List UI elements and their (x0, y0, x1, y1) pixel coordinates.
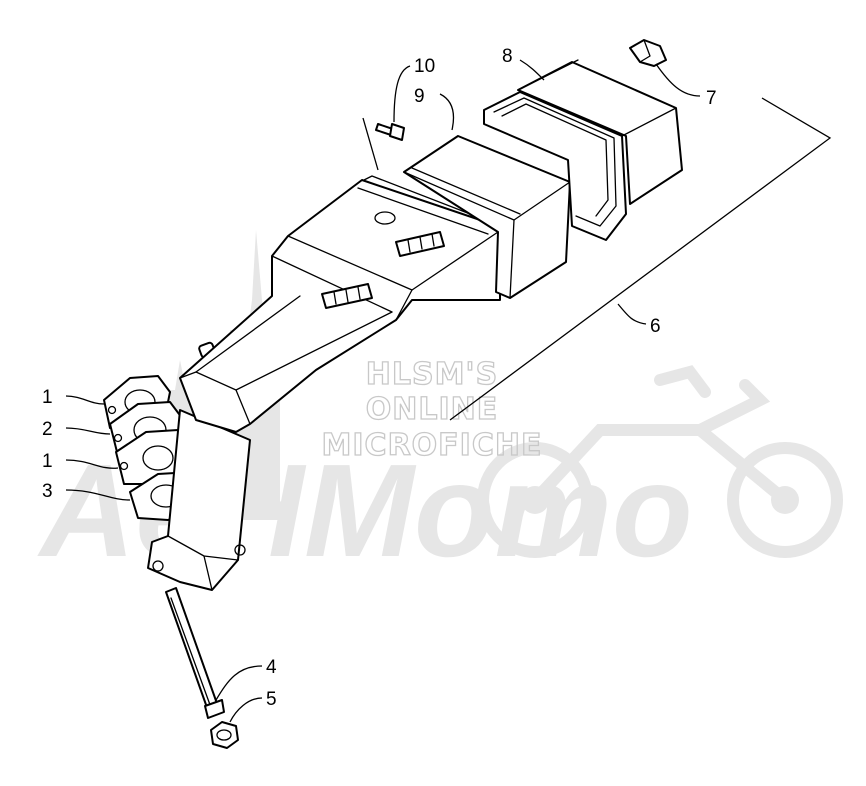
housing-grille-left (321, 283, 373, 309)
long-mounting-bolt (165, 587, 225, 719)
housing-grille-right (395, 231, 445, 257)
watermark-line-3: MICROFICHE (322, 428, 543, 463)
watermark-line-2: ONLINE (366, 392, 499, 427)
callout-label-4: 4 (266, 657, 277, 678)
filter-cover (517, 59, 683, 205)
callout-label-1-upper: 1 (42, 387, 53, 408)
retaining-clip (629, 39, 667, 67)
callout-label-1-lower: 1 (42, 451, 53, 472)
leader-lines (65, 59, 701, 723)
air-filter-element (403, 135, 571, 299)
assembly-bracket (362, 97, 832, 421)
flange-nut (210, 721, 239, 749)
filter-cover-frame (483, 91, 627, 241)
motorcycle-silhouette (477, 365, 843, 558)
callout-labels: 1 2 1 3 4 5 6 7 8 9 10 (42, 46, 717, 710)
callout-label-6: 6 (650, 316, 661, 337)
mounting-screw (375, 123, 405, 141)
callout-label-8: 8 (502, 46, 513, 67)
callout-label-7: 7 (706, 88, 717, 109)
callout-label-10: 10 (414, 56, 435, 77)
watermark-line-1: HLSM'S (366, 357, 498, 392)
callout-label-9: 9 (414, 86, 425, 107)
air-intake-housing (147, 175, 501, 591)
callout-label-5: 5 (266, 689, 277, 710)
callout-label-3: 3 (42, 481, 53, 502)
callout-label-2: 2 (42, 419, 53, 440)
